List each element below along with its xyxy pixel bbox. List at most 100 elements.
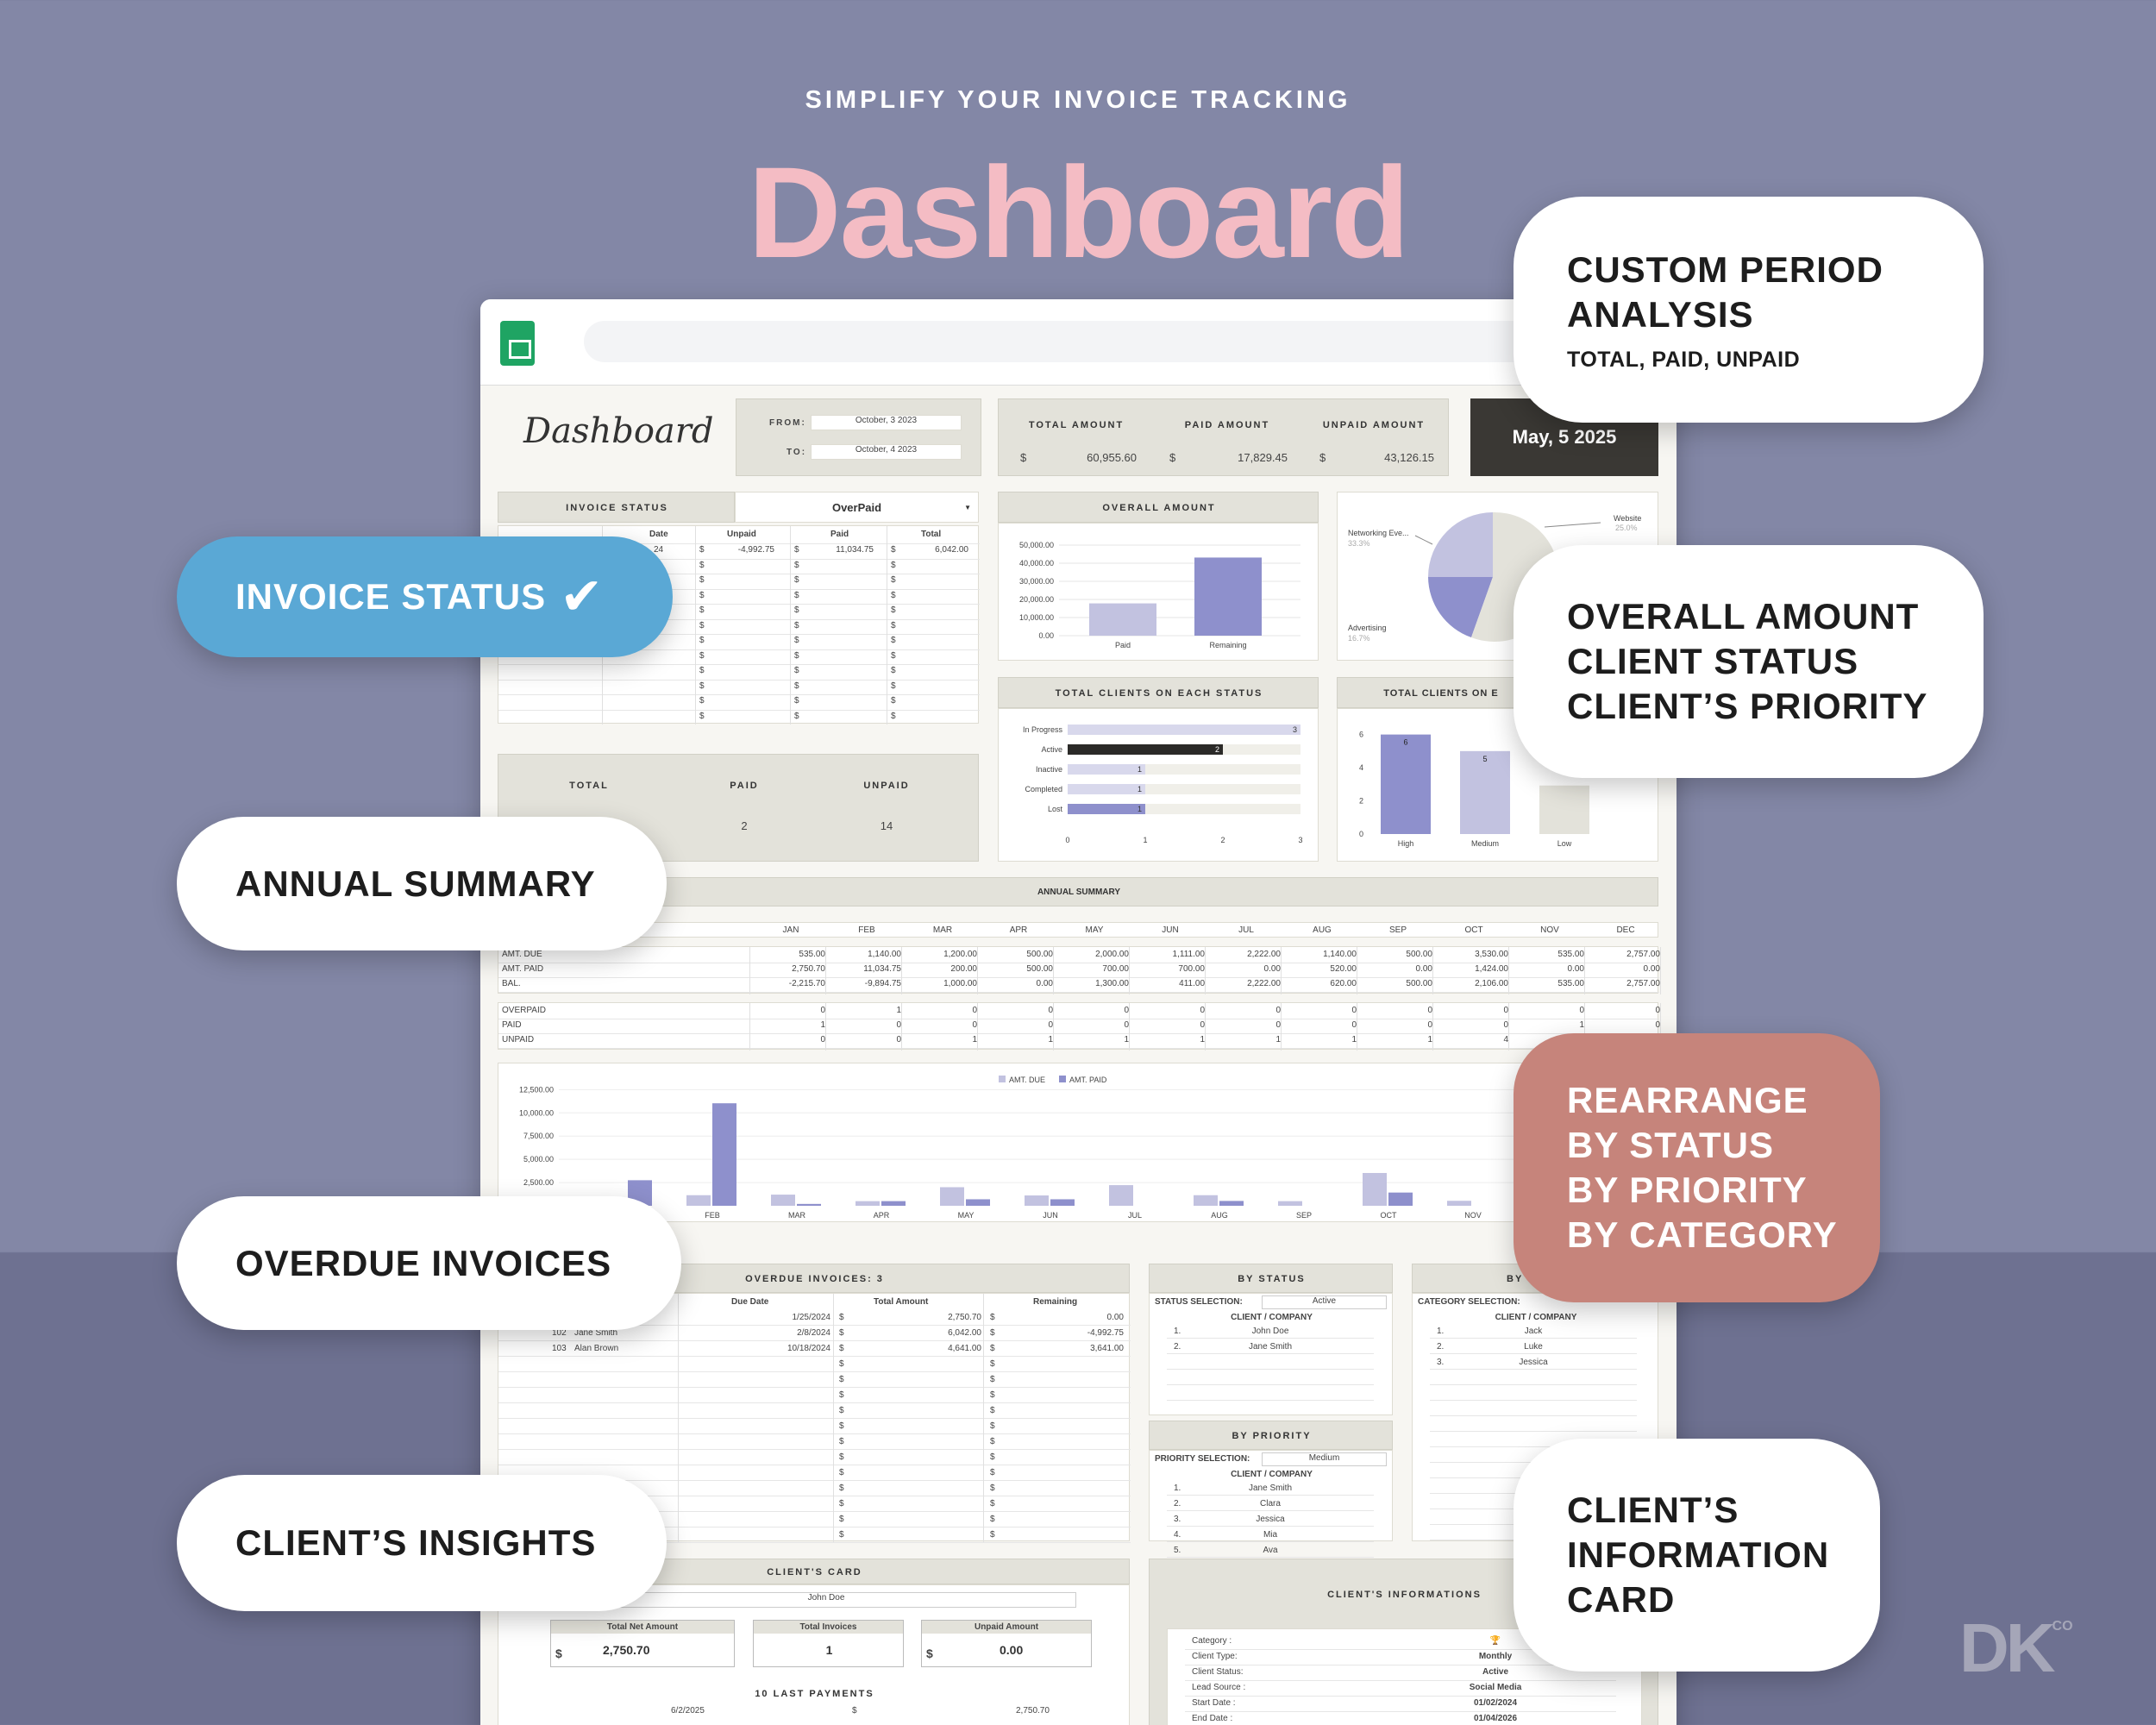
currency-symbol: $ xyxy=(699,681,705,691)
currency-symbol: $ xyxy=(990,1484,995,1493)
annual-value: 0.00 xyxy=(1036,979,1053,988)
annual-value: 535.00 xyxy=(799,950,825,959)
last-payment-date: 6/2/2025 xyxy=(671,1706,705,1716)
overall-bar xyxy=(1089,603,1156,636)
callout-client-card: CLIENT’S INFORMATION CARD xyxy=(1514,1439,1880,1672)
callout-rearrange-line2: BY STATUS xyxy=(1567,1125,1775,1165)
row-divider xyxy=(498,604,980,605)
overall-amount-title: OVERALL AMOUNT xyxy=(1102,503,1216,513)
annual-value: 520.00 xyxy=(1330,964,1357,974)
x-month-label: FEB xyxy=(705,1211,720,1220)
currency-symbol: $ xyxy=(839,1359,844,1369)
status-bar xyxy=(1068,744,1223,755)
to-input[interactable]: October, 4 2023 xyxy=(811,444,962,460)
row-divider xyxy=(498,1325,1131,1326)
callout-invoice-status-text: INVOICE STATUS xyxy=(235,576,547,617)
callout-custom-period-line2: ANALYSIS xyxy=(1567,293,1754,335)
currency-symbol: $ xyxy=(794,681,799,691)
annual-value: 2,000.00 xyxy=(1095,950,1129,959)
client-info-value: Social Media xyxy=(1469,1683,1522,1692)
priority-col: CLIENT / COMPANY xyxy=(1231,1470,1313,1479)
sheet-title: Dashboard xyxy=(523,411,714,451)
currency-symbol: $ xyxy=(891,590,896,600)
status-value-label: 2 xyxy=(1215,745,1219,754)
address-bar[interactable] xyxy=(584,321,1645,362)
status-bar xyxy=(1068,784,1145,794)
y-tick-label: 12,500.00 xyxy=(519,1085,554,1094)
list-index: 1. xyxy=(1437,1327,1445,1336)
list-item: Jessica xyxy=(1519,1358,1548,1367)
invoice-status-header: INVOICE STATUS xyxy=(498,492,735,523)
column-divider xyxy=(1508,947,1509,994)
annual-status-value: 0 xyxy=(1124,1006,1129,1015)
row-divider xyxy=(498,588,980,590)
row-divider xyxy=(498,992,1659,993)
col-paid: Paid xyxy=(830,530,849,539)
currency-symbol: $ xyxy=(990,1421,995,1431)
annual-status-value: 0 xyxy=(1655,1006,1660,1015)
currency-symbol: $ xyxy=(794,605,799,615)
unpaid-amount-label: UNPAID AMOUNT xyxy=(1322,420,1426,430)
x-month-label: AUG xyxy=(1211,1211,1228,1220)
net-amount-label: Total Net Amount xyxy=(551,1621,734,1634)
annual-status-value: 0 xyxy=(1655,1020,1660,1030)
overdue-name: Jane Smith xyxy=(574,1328,618,1338)
annual-value: 1,424.00 xyxy=(1475,964,1508,974)
total-amount-label: TOTAL AMOUNT xyxy=(1028,420,1125,430)
invoice-status-select[interactable]: OverPaid ▼ xyxy=(735,492,979,523)
column-divider xyxy=(1053,1003,1054,1051)
brand-logo-text: DK xyxy=(1959,1609,2056,1686)
from-input[interactable]: October, 3 2023 xyxy=(811,415,962,430)
currency-symbol: $ xyxy=(990,1452,995,1462)
row-divider xyxy=(1167,1338,1374,1339)
annual-value: -2,215.70 xyxy=(788,979,825,988)
client-info-panel: CLIENT'S INFORMATIONS Category :🏆Client … xyxy=(1149,1559,1658,1725)
row-divider xyxy=(1185,1696,1616,1697)
annual-status-value: 0 xyxy=(820,1006,825,1015)
list-index: 4. xyxy=(1174,1530,1181,1540)
annual-status-value: 0 xyxy=(1427,1006,1432,1015)
currency-symbol: $ xyxy=(794,711,799,721)
client-select-dropdown[interactable]: John Doe xyxy=(576,1592,1076,1608)
priority-selection-dropdown[interactable]: Medium xyxy=(1262,1452,1387,1466)
priority-value-label: 6 xyxy=(1403,738,1407,747)
status-selection-dropdown[interactable]: Active xyxy=(1262,1295,1387,1309)
row-divider xyxy=(498,1371,1131,1372)
bar-amt-due xyxy=(1025,1195,1049,1206)
priority-category-label: Medium xyxy=(1471,839,1499,848)
annual-status-value: 1 xyxy=(820,1020,825,1030)
row-divider xyxy=(1185,1680,1616,1681)
overall-amount-svg: 50,000.0040,000.0030,000.0020,000.0010,0… xyxy=(1019,541,1300,649)
row-divider xyxy=(1430,1353,1637,1354)
currency-symbol: $ xyxy=(891,666,896,675)
list-index: 2. xyxy=(1437,1342,1445,1352)
list-item: Clara xyxy=(1260,1499,1281,1509)
currency-symbol: $ xyxy=(891,545,896,555)
count-total-label: TOTAL xyxy=(569,781,609,791)
x-category-label: Paid xyxy=(1115,641,1131,649)
status-category-label: Inactive xyxy=(1036,765,1062,774)
list-item: Jessica xyxy=(1256,1515,1285,1524)
month-header: APR xyxy=(1009,925,1028,935)
currency-symbol: $ xyxy=(699,545,705,555)
status-value-label: 3 xyxy=(1293,725,1297,734)
priority-bar xyxy=(1460,750,1510,834)
annual-value: 620.00 xyxy=(1330,979,1357,988)
currency-symbol: $ xyxy=(794,636,799,645)
overdue-id: 103 xyxy=(552,1344,567,1353)
annual-value: 200.00 xyxy=(950,964,977,974)
currency-symbol: $ xyxy=(839,1484,844,1493)
month-header: SEP xyxy=(1388,925,1407,935)
priority-category-label: High xyxy=(1398,839,1414,848)
annual-status-value: 4 xyxy=(1503,1035,1508,1044)
annual-status-value: 0 xyxy=(972,1020,977,1030)
row-divider xyxy=(1430,1384,1637,1385)
annual-value: 0.00 xyxy=(1263,964,1281,974)
annual-value: 500.00 xyxy=(1026,964,1053,974)
sheets-app-icon[interactable] xyxy=(500,321,535,366)
legend-paid-swatch xyxy=(1059,1076,1066,1082)
status-col: CLIENT / COMPANY xyxy=(1231,1313,1313,1322)
